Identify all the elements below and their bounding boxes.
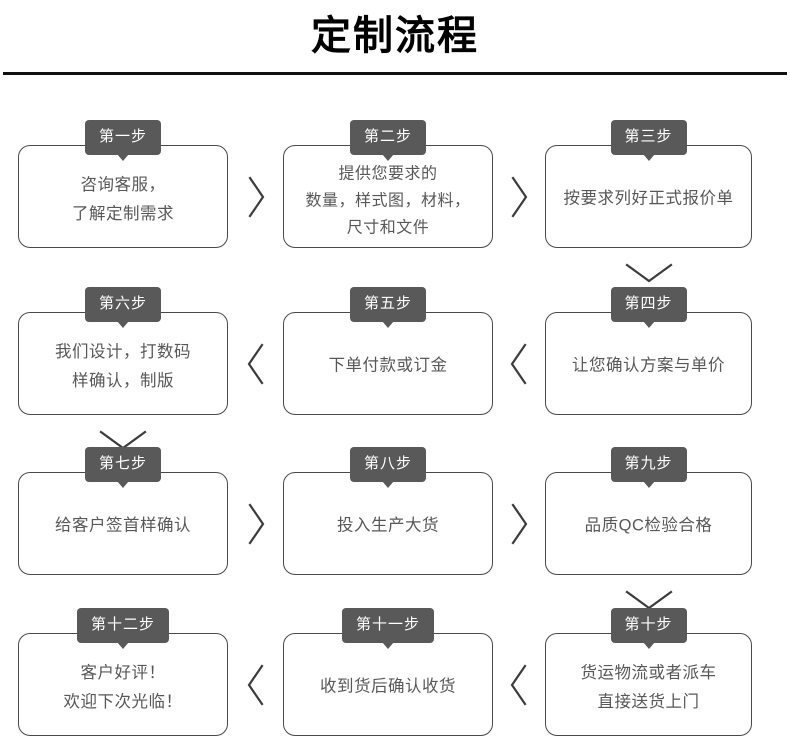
process-step-card[interactable]: 给客户签首样确认 第七步: [18, 447, 228, 575]
process-row-4: 客户好评！ 欢迎下次光临！第十二步收到货后确认收货第十一步货运物流或者派车 直接…: [0, 608, 790, 754]
step-number-badge: 第七步: [84, 447, 162, 488]
process-step-card[interactable]: 品质QC检验合格 第九步: [545, 447, 752, 575]
step-description: 提供您要求的 数量，样式图，材料， 尺寸和文件: [305, 165, 471, 236]
step-description: 客户好评！ 欢迎下次光临！: [63, 663, 183, 711]
chevron-right-icon: [239, 174, 273, 220]
chevron-right-icon: [239, 501, 273, 547]
step-description: 投入生产大货: [337, 516, 439, 534]
step-number-badge: 第九步: [610, 447, 687, 488]
step-card-border: 下单付款或订金: [283, 312, 493, 415]
step-number-badge: 第十步: [610, 608, 687, 649]
step-number-badge: 第一步: [84, 120, 162, 161]
step-description: 咨询客服， 了解定制需求: [72, 175, 174, 223]
step-card-border: 提供您要求的 数量，样式图，材料， 尺寸和文件: [283, 145, 493, 248]
step-description: 货运物流或者派车 直接送货上门: [580, 663, 717, 711]
step-number-badge: 第二步: [349, 120, 427, 161]
process-step-card[interactable]: 投入生产大货第八步: [283, 447, 493, 575]
step-number-badge: 第五步: [349, 287, 427, 328]
step-card-border: 客户好评！ 欢迎下次光临！: [18, 633, 228, 736]
step-number-badge: 第十一步: [341, 608, 435, 649]
process-step-card[interactable]: 让您确认方案与单价 第四步: [545, 287, 752, 415]
step-description: 品质QC检验合格: [584, 516, 713, 534]
step-card-border: 收到货后确认收货: [283, 633, 493, 736]
step-card-border: 品质QC检验合格: [545, 472, 752, 575]
step-number-badge: 第六步: [84, 287, 162, 328]
chevron-left-icon: [239, 662, 273, 708]
process-step-card[interactable]: 客户好评！ 欢迎下次光临！ 第十二步: [18, 608, 228, 736]
title-divider: [3, 72, 787, 75]
process-step-card[interactable]: 我们设计，打数码 样确认，制版 第六步: [18, 287, 228, 415]
step-description: 我们设计，打数码 样确认，制版: [55, 342, 191, 390]
step-card-border: 让您确认方案与单价: [545, 312, 752, 415]
step-number-badge: 第十二步: [76, 608, 170, 649]
step-description: 收到货后确认收货: [320, 677, 456, 695]
process-flow-diagram: 咨询客服， 了解定制需求第一步提供您要求的 数量，样式图，材料， 尺寸和文件第二…: [0, 110, 790, 754]
step-card-border: 按要求列好正式报价单: [545, 145, 752, 248]
process-step-card[interactable]: 下单付款或订金 第五步: [283, 287, 493, 415]
process-step-card[interactable]: 咨询客服， 了解定制需求 第一步: [18, 120, 228, 248]
page-title: 定制流程: [311, 14, 479, 58]
step-card-border: 咨询客服， 了解定制需求: [18, 145, 228, 248]
step-card-border: 货运物流或者派车 直接送货上门: [545, 633, 752, 736]
process-step-card[interactable]: 提供您要求的 数量，样式图，材料， 尺寸和文件第二步: [283, 120, 493, 248]
chevron-right-icon: [502, 501, 536, 547]
step-description: 按要求列好正式报价单: [563, 189, 734, 207]
step-number-badge: 第三步: [610, 120, 687, 161]
process-step-card[interactable]: 按要求列好正式报价单 第三步: [545, 120, 752, 248]
step-card-border: 投入生产大货: [283, 472, 493, 575]
step-number-badge: 第四步: [610, 287, 687, 328]
process-row-1: 咨询客服， 了解定制需求第一步提供您要求的 数量，样式图，材料， 尺寸和文件第二…: [0, 120, 790, 295]
step-description: 给客户签首样确认: [55, 516, 191, 534]
chevron-left-icon: [502, 662, 536, 708]
chevron-right-icon: [502, 174, 536, 220]
process-step-card[interactable]: 货运物流或者派车 直接送货上门 第十步: [545, 608, 752, 736]
step-number-badge: 第八步: [349, 447, 427, 488]
step-card-border: 我们设计，打数码 样确认，制版: [18, 312, 228, 415]
process-step-card[interactable]: 收到货后确认收货 第十一步: [283, 608, 493, 736]
chevron-left-icon: [502, 341, 536, 387]
chevron-left-icon: [239, 341, 273, 387]
chevron-down-icon: [623, 258, 675, 286]
step-description: 让您确认方案与单价: [572, 356, 725, 374]
process-row-3: 给客户签首样确认 第七步投入生产大货 第八步品质QC检验合格 第九步: [0, 447, 790, 622]
process-row-2: 我们设计，打数码 样确认，制版 第六步下单付款或订金 第五步让您确认方案与单价 第四步: [0, 287, 790, 462]
step-description: 下单付款或订金: [328, 356, 448, 374]
